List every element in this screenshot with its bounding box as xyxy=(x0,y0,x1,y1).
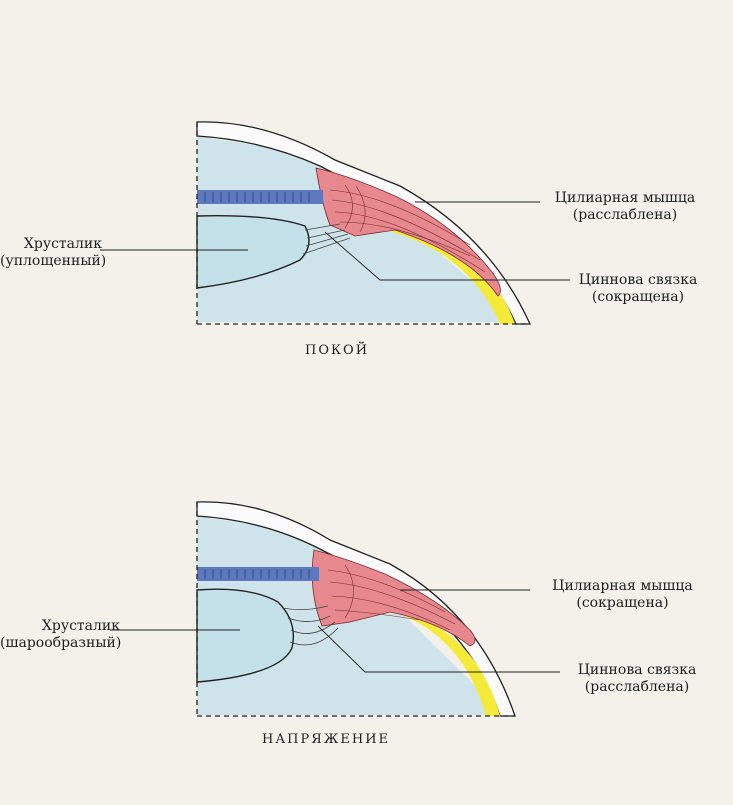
label-lens-rest: Хрусталик (уплощенный) xyxy=(0,236,107,269)
diagram-rest: Хрусталик (уплощенный) Цилиарная мышца (… xyxy=(0,0,733,390)
ciliary-muscle-rest xyxy=(315,167,501,297)
iris-hatching xyxy=(204,569,310,579)
zonule-fibers xyxy=(302,223,351,255)
lens-round xyxy=(196,588,295,683)
caption-rest: ПОКОЙ xyxy=(305,343,370,358)
muscle-fibers xyxy=(327,564,456,631)
label-lens-tension: Хрусталик (шарообразный) xyxy=(0,618,122,651)
eye-section-rest xyxy=(100,121,570,325)
section-boundary xyxy=(196,122,530,325)
iris xyxy=(197,190,323,204)
iris-hatching xyxy=(204,192,310,202)
ciliary-muscle-tension xyxy=(311,549,476,647)
retina xyxy=(388,606,500,716)
leader-lines xyxy=(100,201,570,281)
diagram-tension: Хрусталик (шарообразный) Цилиарная мышца… xyxy=(0,390,733,805)
zonule-fibers xyxy=(281,605,339,646)
retina xyxy=(392,228,515,324)
label-ligament-rest: Циннова связка (сокращена) xyxy=(578,272,698,305)
label-muscle-tension: Цилиарная мышца (сокращена) xyxy=(552,578,693,611)
lens-flat xyxy=(196,215,310,289)
section-boundary xyxy=(196,502,515,717)
sclera xyxy=(196,121,532,325)
label-ligament-tension: Циннова связка (расслаблена) xyxy=(577,662,697,695)
muscle-fibers xyxy=(329,184,486,273)
leader-lines xyxy=(110,589,560,673)
label-muscle-rest: Цилиарная мышца (расслаблена) xyxy=(554,190,696,223)
caption-tension: НАПРЯЖЕНИЕ xyxy=(262,732,391,747)
iris xyxy=(197,567,319,581)
eye-section-tension xyxy=(110,501,560,717)
